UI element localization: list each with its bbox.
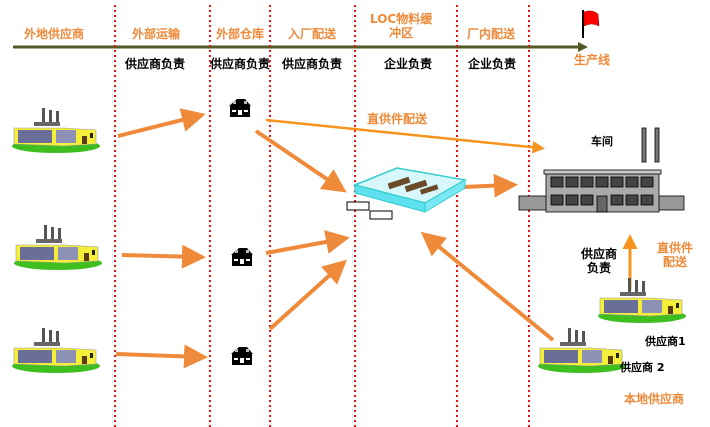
workshop-label: 车间 bbox=[591, 135, 613, 148]
stage-label: 外地供应商 bbox=[24, 27, 85, 41]
loc-buffer-warehouse-icon bbox=[346, 167, 468, 220]
remote-supplier-factory-icon bbox=[11, 107, 101, 154]
plant-delivery-arrow bbox=[462, 173, 518, 198]
supplier-2-label: 供应商 2 bbox=[620, 361, 665, 374]
warehouse-house-icon bbox=[231, 248, 253, 266]
supplier-1-label: 供应商1 bbox=[645, 335, 686, 348]
timeline-arrowhead bbox=[578, 42, 588, 52]
workshop-factory-icon bbox=[518, 127, 685, 213]
supplier-responsible-label: 供应商 负责 bbox=[581, 247, 618, 275]
responsibility-label: 供应商负责 bbox=[210, 57, 271, 71]
inbound-arrow bbox=[268, 259, 347, 331]
inbound-arrow bbox=[265, 230, 350, 255]
red-flag-icon bbox=[582, 10, 600, 38]
stage-label: 外部运输 bbox=[132, 27, 181, 41]
stage-label: 厂内配送 bbox=[467, 27, 516, 41]
local-supplier-arrow bbox=[420, 231, 555, 342]
transport-arrow bbox=[117, 108, 206, 138]
local-supplier-1-factory-icon bbox=[597, 277, 687, 324]
direct-delivery-line bbox=[265, 118, 545, 154]
production-line-label: 生产线 bbox=[574, 53, 611, 67]
direct-delivery-label: 直供件配送 bbox=[367, 112, 428, 126]
responsibility-label: 供应商负责 bbox=[125, 57, 186, 71]
responsibility-label: 供应商负责 bbox=[282, 57, 343, 71]
warehouse-house-icon bbox=[231, 347, 253, 365]
responsibility-label: 企业负责 bbox=[384, 57, 433, 71]
remote-supplier-factory-icon bbox=[13, 224, 103, 271]
direct-supply-side-label: 直供件 配送 bbox=[657, 241, 694, 269]
stage-label: 入厂配送 bbox=[288, 27, 337, 41]
inbound-arrow bbox=[254, 129, 347, 193]
responsibility-label: 企业负责 bbox=[468, 57, 517, 71]
warehouse-house-icon bbox=[229, 99, 251, 117]
local-suppliers-label: 本地供应商 bbox=[624, 392, 685, 406]
remote-supplier-factory-icon bbox=[11, 327, 101, 374]
stage-label: 外部仓库 bbox=[216, 27, 265, 41]
stage-label: LOC物料缓 冲区 bbox=[370, 12, 433, 40]
transport-arrow bbox=[115, 344, 208, 369]
transport-arrow bbox=[121, 244, 206, 269]
local-supplier-2-factory-icon bbox=[537, 327, 627, 374]
